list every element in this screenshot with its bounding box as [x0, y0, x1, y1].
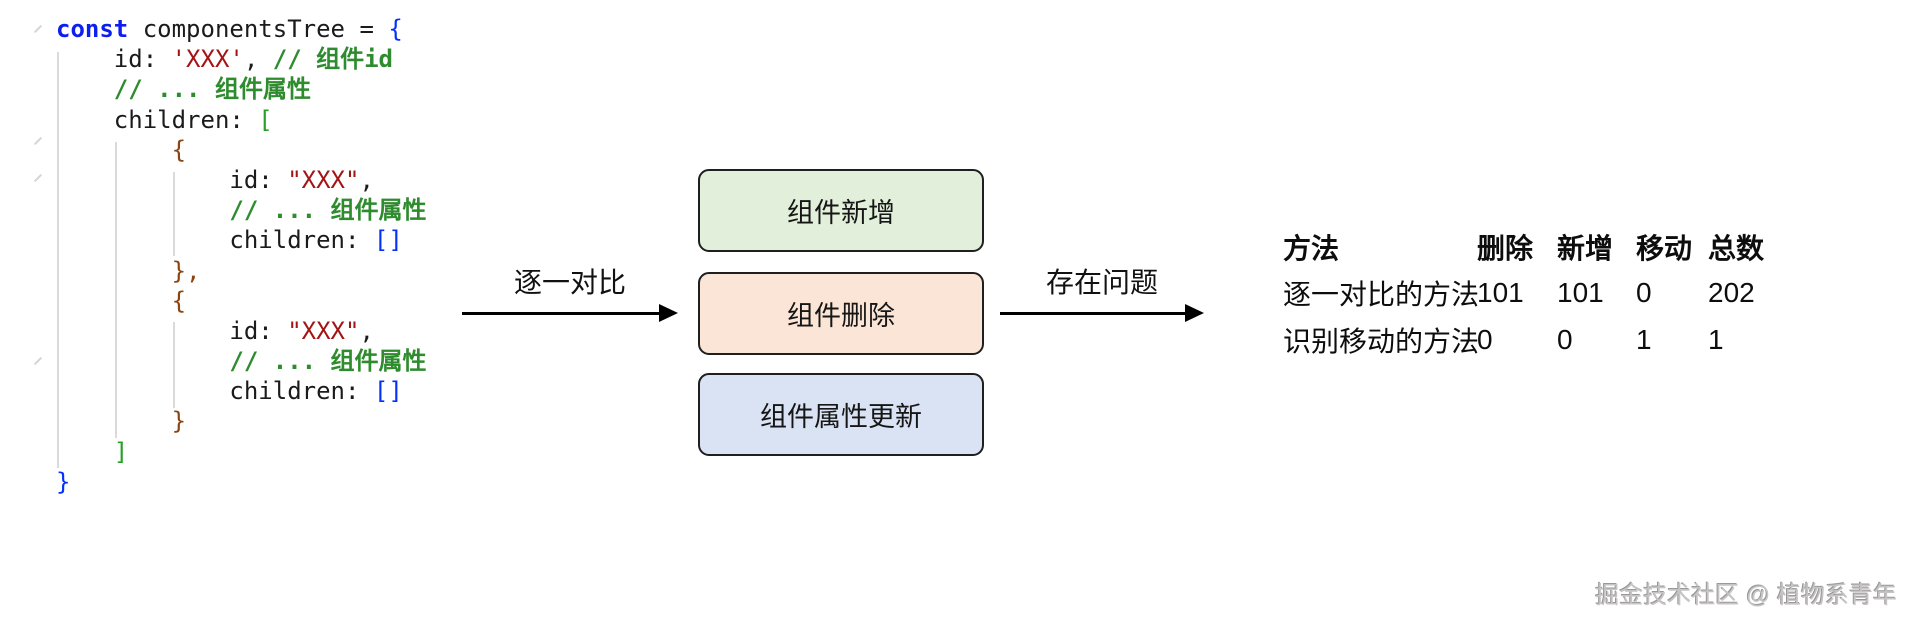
table-header-move: 移动 [1636, 232, 1693, 264]
code-token: { [388, 15, 403, 43]
table-header-total: 总数 [1708, 232, 1765, 264]
code-token: children: [56, 377, 374, 406]
table-row: 逐一对比的方法 101 101 0 202 [1283, 269, 1804, 316]
code-token: id: [56, 165, 288, 194]
fold-mark [33, 136, 43, 146]
table-row-label: 识别移动的方法 [1283, 325, 1480, 357]
code-token: const [56, 15, 129, 43]
code-line: ] [56, 437, 427, 467]
code-token: // ... 组件属性 [56, 196, 427, 225]
fold-mark [33, 24, 43, 34]
code-line: { [56, 286, 427, 316]
code-line: id: "XXX", [56, 165, 427, 195]
code-token: id: [56, 316, 288, 345]
code-token: [] [373, 377, 403, 406]
table-cell: 101 [1557, 276, 1604, 308]
code-token: "XXX" [287, 165, 360, 194]
code-token: { [56, 135, 187, 164]
code-line: id: 'XXX', // 组件id [56, 44, 427, 74]
table-cell: 0 [1477, 323, 1493, 355]
code-token: ] [56, 437, 129, 466]
code-line: // ... 组件属性 [56, 74, 427, 104]
code-token: componentsTree = [128, 15, 389, 43]
table-header-method: 方法 [1283, 232, 1340, 264]
box-label: 组件删除 [787, 301, 895, 331]
code-token: { [56, 286, 187, 315]
process-box-component-add: 组件新增 [698, 169, 984, 252]
code-token: , [359, 316, 374, 345]
code-line: children: [] [56, 376, 427, 406]
code-token: // 组件id [272, 45, 393, 74]
table-cell: 1 [1708, 323, 1724, 355]
code-line: { [56, 135, 427, 165]
code-line: }, [56, 256, 427, 286]
indent-guide [173, 322, 175, 408]
table-cell: 0 [1636, 276, 1652, 308]
table-cell: 202 [1708, 276, 1755, 308]
code-line: // ... 组件属性 [56, 346, 427, 376]
code-token: [] [373, 226, 403, 255]
code-token: children: [56, 226, 374, 255]
code-token: // ... 组件属性 [56, 347, 427, 376]
code-token: , [359, 165, 374, 194]
indent-guide [57, 52, 59, 468]
table-cell: 0 [1557, 323, 1573, 355]
table-header-delete: 删除 [1477, 232, 1534, 264]
code-line: const componentsTree = { [56, 14, 427, 44]
box-label: 组件属性更新 [760, 402, 922, 432]
fold-mark [33, 173, 43, 183]
code-line: children: [ [56, 105, 427, 135]
arrow-shaft [462, 312, 660, 315]
indent-guide [173, 172, 175, 256]
indent-guide [115, 142, 117, 438]
table-header-row: 方法 删除 新增 移动 总数 [1283, 224, 1804, 269]
code-token: } [56, 407, 187, 436]
code-token: // ... 组件属性 [56, 75, 311, 104]
table-cell: 1 [1636, 323, 1652, 355]
arrow-shaft [1000, 312, 1186, 315]
process-box-component-delete: 组件删除 [698, 272, 984, 355]
code-line: // ... 组件属性 [56, 195, 427, 225]
table-cell: 101 [1477, 276, 1524, 308]
arrow-head-icon [659, 304, 678, 322]
box-label: 组件新增 [787, 198, 895, 228]
table-header-add: 新增 [1557, 232, 1614, 264]
code-line: } [56, 406, 427, 436]
code-line: id: "XXX", [56, 316, 427, 346]
process-box-component-update: 组件属性更新 [698, 373, 984, 456]
code-line: children: [] [56, 225, 427, 255]
arrow-label-compare: 逐一对比 [513, 267, 626, 298]
arrow-label-problem: 存在问题 [1045, 267, 1158, 298]
fold-mark [33, 356, 43, 366]
watermark: 掘金技术社区 @ 植物系青年 [1595, 582, 1897, 609]
code-token: , [243, 45, 273, 74]
code-token: 'XXX' [171, 45, 244, 74]
code-token: [ [258, 105, 273, 134]
code-token: } [56, 467, 71, 496]
code-token: "XXX" [287, 316, 360, 345]
table-row-label: 逐一对比的方法 [1283, 278, 1480, 310]
table-row: 识别移动的方法 0 0 1 1 [1283, 316, 1804, 363]
result-table: 方法 删除 新增 移动 总数 逐一对比的方法 101 101 0 202 识别移… [1283, 224, 1804, 363]
code-token: children: [56, 105, 259, 134]
code-block: const componentsTree = { id: 'XXX', // 组… [56, 14, 427, 497]
code-line: } [56, 467, 427, 497]
code-token: }, [56, 256, 201, 285]
code-token: id: [56, 45, 172, 74]
arrow-head-icon [1185, 304, 1204, 322]
